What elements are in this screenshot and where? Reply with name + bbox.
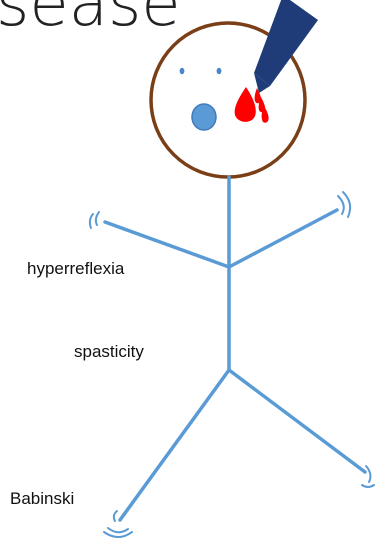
left-leg — [120, 370, 229, 520]
body-lines — [105, 177, 365, 520]
left-foot-reflex-marks — [104, 511, 132, 537]
right-leg — [229, 370, 365, 472]
label-spasticity: spasticity — [74, 342, 144, 362]
label-hyperreflexia: hyperreflexia — [27, 259, 124, 279]
right-hand-reflex-marks — [338, 192, 350, 217]
left-hand-reflex-marks — [90, 212, 99, 228]
right-arm — [229, 210, 337, 267]
right-eye — [217, 68, 222, 74]
mouth — [192, 104, 216, 130]
label-babinski: Babinski — [10, 489, 74, 509]
left-eye — [180, 68, 185, 74]
